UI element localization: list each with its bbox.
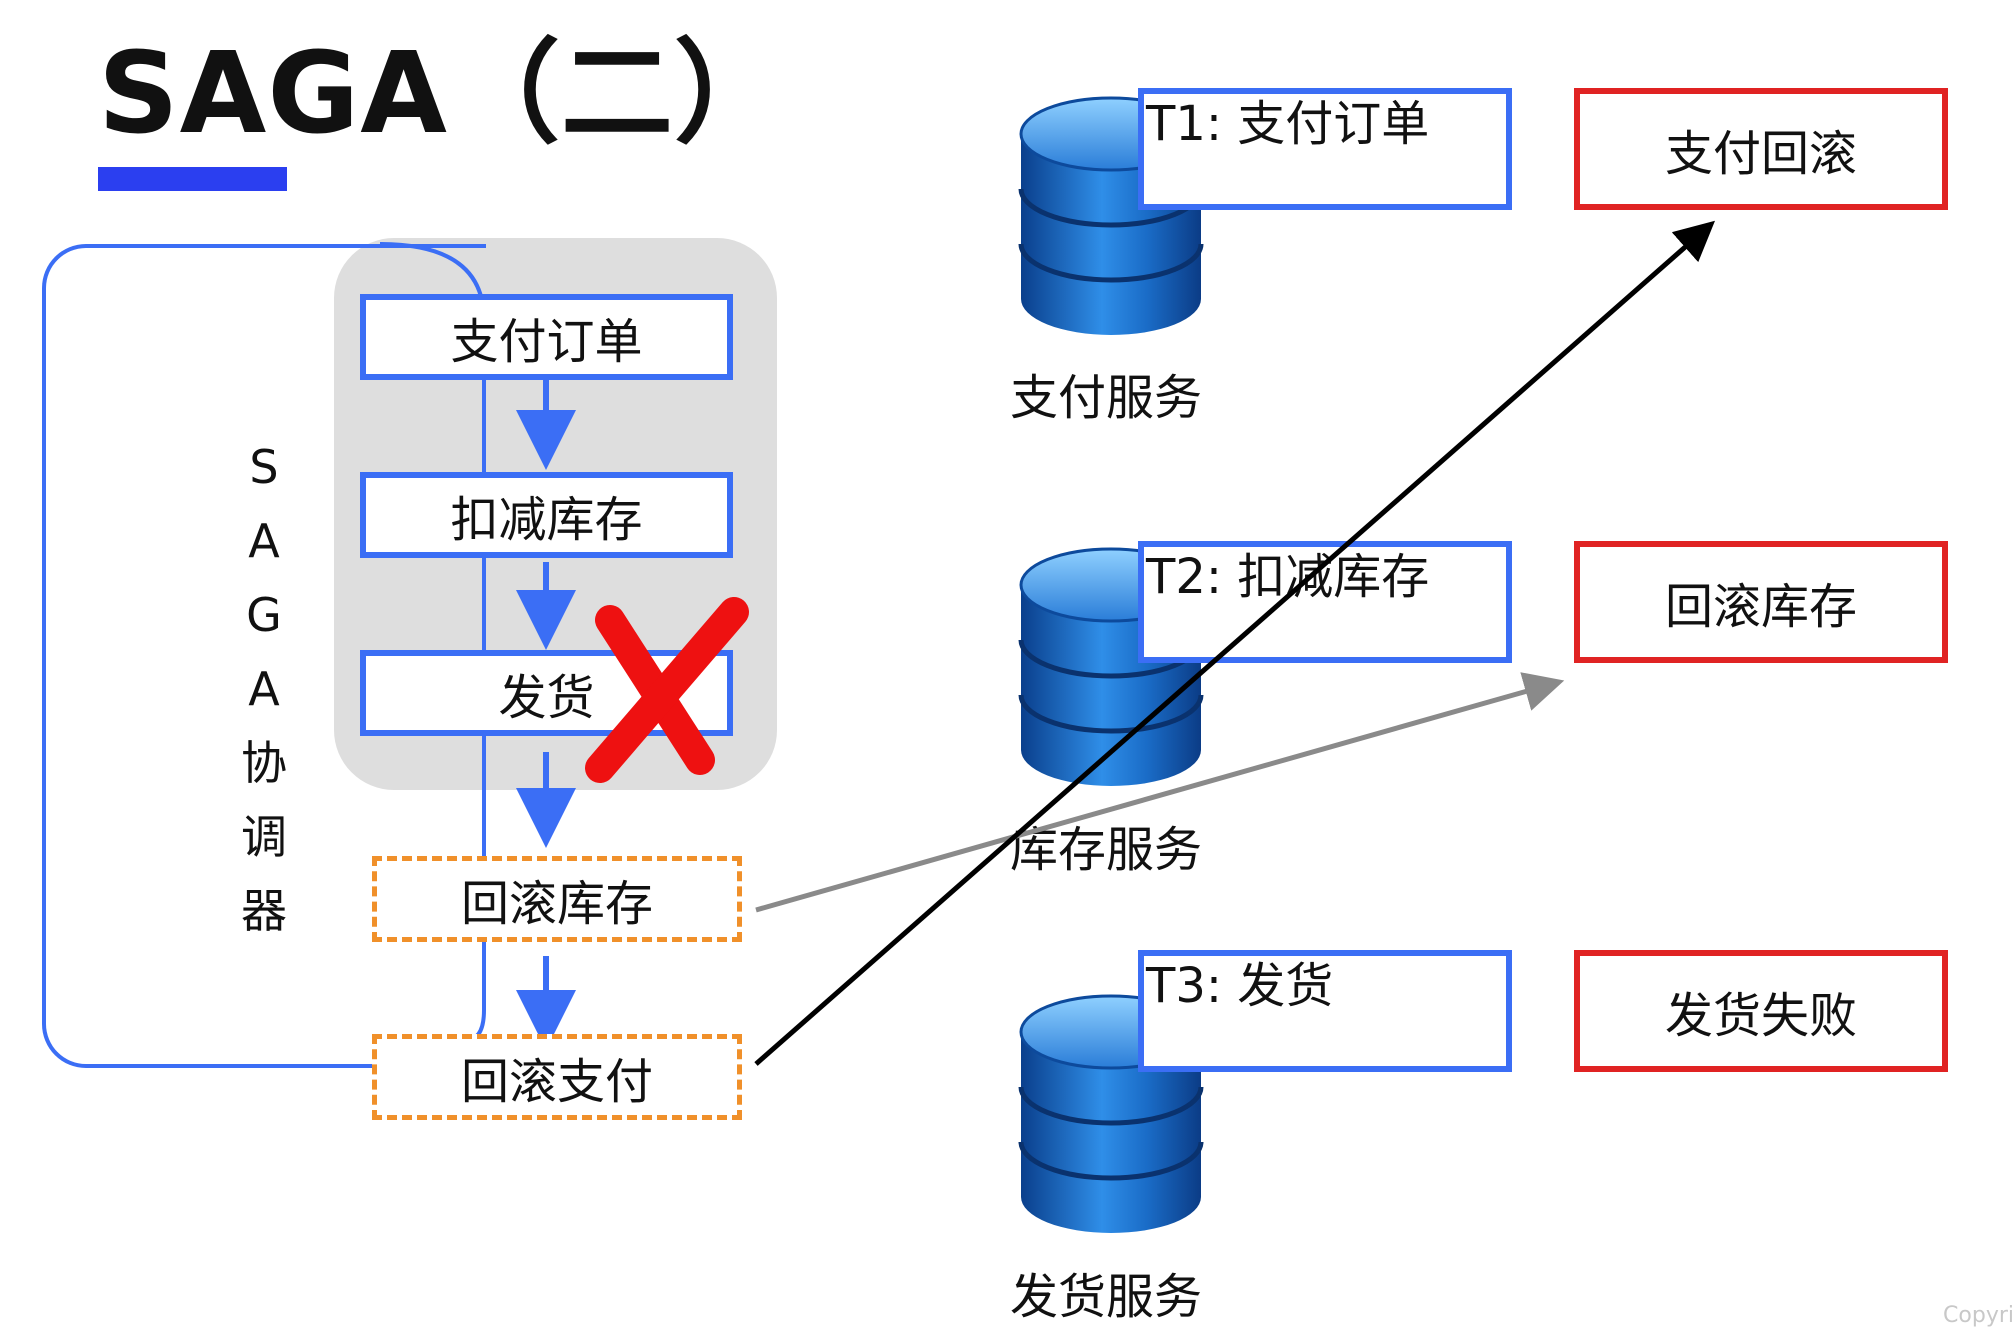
compensation-rollback-pay-label: 回滚支付 — [460, 1054, 653, 1110]
step-deduct-stock-label: 扣减库存 — [450, 492, 643, 548]
page-title: SAGA（二） — [98, 29, 787, 159]
fail-x-icon — [585, 597, 749, 783]
task-t3-box: T3: 发货 — [1138, 950, 1512, 1072]
result-pay-rollback: 支付回滚 — [1574, 88, 1948, 210]
compensation-rollback-stock-label: 回滚库存 — [460, 876, 653, 932]
arrow-rollback-stock-to-inventory — [755, 672, 1565, 913]
step-ship-label: 发货 — [498, 670, 595, 726]
task-t3-label: T3: 发货 — [1146, 958, 1334, 1014]
result-pay-rollback-label: 支付回滚 — [1664, 126, 1857, 182]
task-t1-box: T1: 支付订单 — [1138, 88, 1512, 210]
result-stock-rollback: 回滚库存 — [1574, 541, 1948, 663]
step-deduct-stock: 扣减库存 — [360, 472, 733, 558]
coordinator-label: S A G A 协 调 器 — [241, 440, 287, 938]
result-ship-failed-label: 发货失败 — [1664, 988, 1857, 1044]
service-name-shipping: 发货服务 — [1010, 1269, 1203, 1325]
compensation-rollback-pay: 回滚支付 — [372, 1034, 742, 1120]
copyright-watermark: Copyri — [1943, 1303, 2014, 1328]
step-pay-order-label: 支付订单 — [450, 314, 643, 370]
step-pay-order: 支付订单 — [360, 294, 733, 380]
compensation-rollback-stock: 回滚库存 — [372, 856, 742, 942]
task-t1-label: T1: 支付订单 — [1146, 96, 1430, 152]
result-ship-failed: 发货失败 — [1574, 950, 1948, 1072]
title-underline — [98, 167, 287, 191]
coordinator-loop-line — [42, 244, 486, 1068]
arrow-rollback-pay-to-payment — [754, 220, 1716, 1066]
service-name-payment: 支付服务 — [1010, 370, 1203, 426]
result-stock-rollback-label: 回滚库存 — [1664, 579, 1857, 635]
